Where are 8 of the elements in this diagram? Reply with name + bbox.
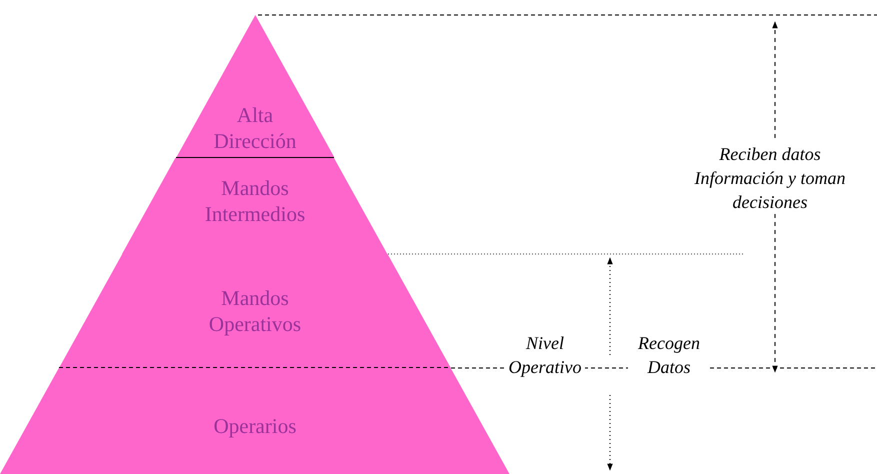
pyramid-level	[0, 368, 510, 474]
level-label: Mandos Operativos	[208, 285, 302, 337]
pyramid-level	[59, 254, 451, 368]
pyramid-level	[122, 158, 388, 254]
level-label: Operarios	[212, 413, 298, 439]
pyramid-level	[176, 15, 334, 158]
level-label: Mandos Intermedios	[204, 175, 306, 227]
level-label: Alta Dirección	[212, 102, 298, 154]
